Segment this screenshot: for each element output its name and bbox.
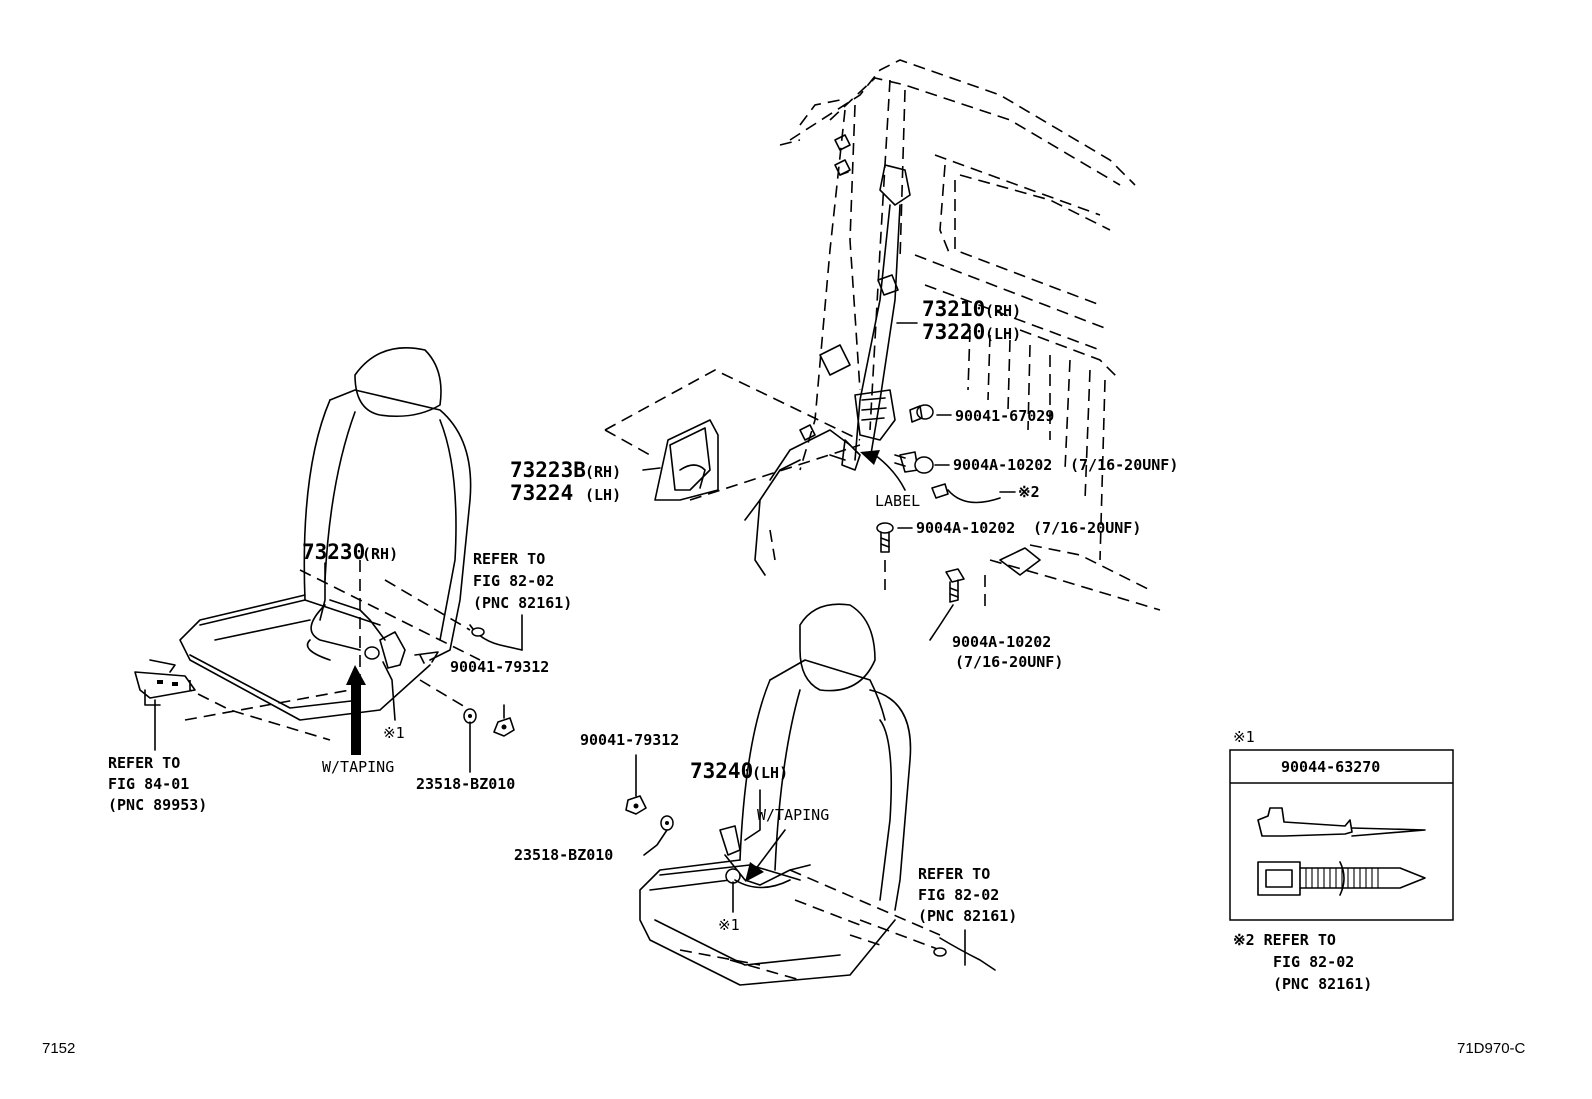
legend-part-number: 90044-63270 xyxy=(1281,758,1380,776)
note2-line1: ※2 REFER TO xyxy=(1233,931,1336,949)
connector-label-2 xyxy=(931,483,1001,504)
part-73240: 73240 xyxy=(690,759,753,783)
part-73224-suffix: (LH) xyxy=(585,486,621,504)
leader-lines xyxy=(154,322,1016,966)
part-9004a-lower-suffix: (7/16-20UNF) xyxy=(955,653,1063,671)
refer-c-line1: REFER TO xyxy=(918,865,990,883)
part-9004a-lower: 9004A-10202 xyxy=(952,633,1051,651)
w-taping-lh: W/TAPING xyxy=(757,806,829,824)
part-73223b-suffix: (RH) xyxy=(585,463,621,481)
w-taping-arrow-right xyxy=(745,829,786,882)
part-73223b: 73223B xyxy=(510,458,586,482)
part-73230-suffix: (RH) xyxy=(362,545,398,563)
refer-a-line2: FIG 82-02 xyxy=(473,572,554,590)
part-73230: 73230 xyxy=(302,540,365,564)
bolt-9004a-lower xyxy=(945,568,965,603)
bolt-9004a-middle xyxy=(876,522,894,590)
w-taping-rh: W/TAPING xyxy=(322,758,394,776)
note1-marker-rh: ※1 xyxy=(383,724,405,742)
trim-panel-73223b xyxy=(654,419,719,501)
part-labels: 73210 (RH) 73220 (LH) 90041-67029 9004A-… xyxy=(42,297,1526,1057)
label-arrow xyxy=(860,450,906,491)
part-90041-67029: 90041-67029 xyxy=(955,407,1054,425)
part-73220-suffix: (LH) xyxy=(985,325,1021,343)
rh-nut-washer xyxy=(463,708,515,737)
lh-nut-washer xyxy=(625,795,674,831)
part-9004a-middle-suffix: (7/16-20UNF) xyxy=(1033,519,1141,537)
seat-belt-assembly xyxy=(829,164,911,471)
note2-line3: (PNC 82161) xyxy=(1273,975,1372,993)
part-73210: 73210 xyxy=(922,297,985,321)
part-73240-suffix: (LH) xyxy=(752,764,788,782)
rh-floor-bracket xyxy=(134,659,196,706)
drawing-code-right: 71D970-C xyxy=(1457,1040,1526,1057)
legend-box xyxy=(1229,749,1454,921)
part-9004a-middle: 9004A-10202 xyxy=(916,519,1015,537)
w-taping-arrow-left xyxy=(346,665,366,755)
rh-seat-drawing xyxy=(179,347,523,741)
refer-a-line3: (PNC 82161) xyxy=(473,594,572,612)
part-90041-79312-lh: 90041-79312 xyxy=(580,731,679,749)
refer-a-line1: REFER TO xyxy=(473,550,545,568)
note1-marker-lh: ※1 xyxy=(718,916,740,934)
lh-seat-drawing xyxy=(639,603,996,986)
refer-b-line3: (PNC 89953) xyxy=(108,796,207,814)
note2-marker: ※2 xyxy=(1018,483,1040,501)
part-9004a-upper: 9004A-10202 xyxy=(953,456,1052,474)
fastener-90041-67029 xyxy=(909,404,934,423)
part-23518-lh: 23518-BZ010 xyxy=(514,846,613,864)
legend-marker: ※1 xyxy=(1233,728,1255,746)
cab-pillar-drawing xyxy=(604,59,1161,611)
label-callout: LABEL xyxy=(875,492,920,510)
part-23518-rh: 23518-BZ010 xyxy=(416,775,515,793)
bolt-9004a-upper xyxy=(894,451,934,474)
part-73224: 73224 xyxy=(510,481,573,505)
note2-line2: FIG 82-02 xyxy=(1273,953,1354,971)
refer-c-line2: FIG 82-02 xyxy=(918,886,999,904)
part-73220: 73220 xyxy=(922,320,985,344)
refer-b-line2: FIG 84-01 xyxy=(108,775,189,793)
part-73210-suffix: (RH) xyxy=(985,302,1021,320)
part-90041-79312-rh: 90041-79312 xyxy=(450,658,549,676)
page-code-left: 7152 xyxy=(42,1040,75,1057)
refer-b-line1: REFER TO xyxy=(108,754,180,772)
part-9004a-upper-suffix: (7/16-20UNF) xyxy=(1070,456,1178,474)
refer-c-line3: (PNC 82161) xyxy=(918,907,1017,925)
